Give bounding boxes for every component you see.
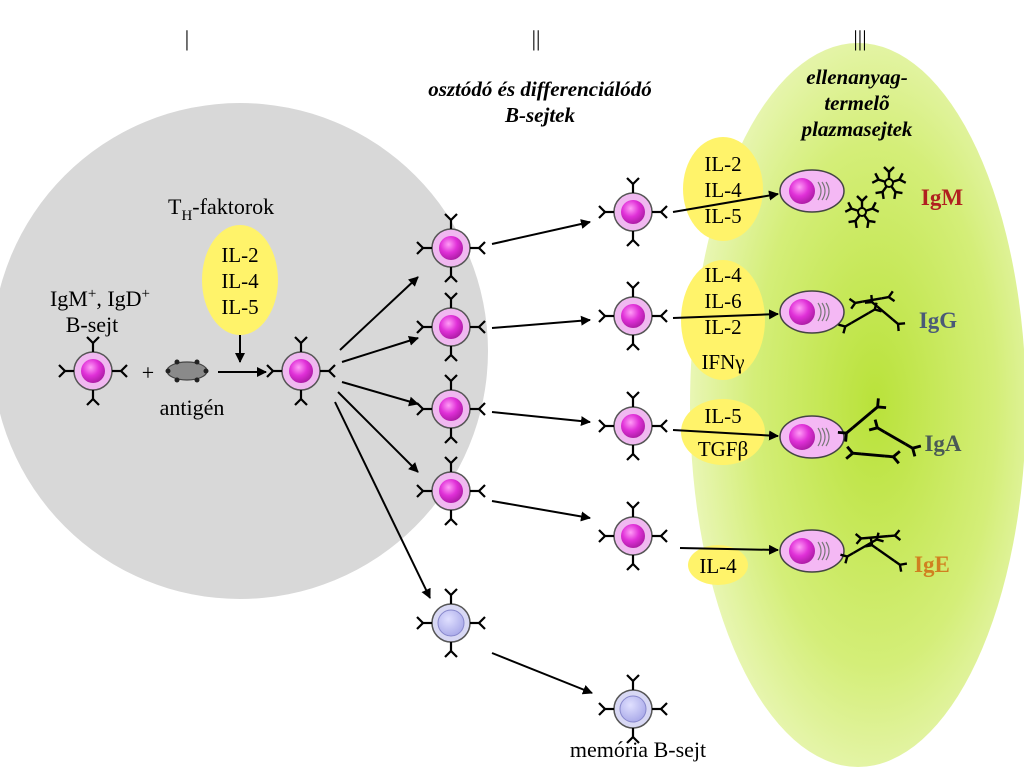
plasma-cell-ige [779, 529, 845, 573]
stage-2-title-line-2: B-sejtek [504, 103, 575, 127]
antibody-label-igm: IgM [921, 185, 963, 210]
stage-3-title-line-2: termelõ [824, 91, 890, 115]
antibody-label-igg: IgG [919, 308, 957, 333]
th-cytokine-bubble [202, 225, 278, 335]
stage-3-title-line-3: plazmasejtek [800, 117, 913, 141]
plasma-cell-igm [779, 169, 845, 213]
th-cytokine: IL-5 [221, 295, 258, 319]
antibody-label-iga: IgA [924, 431, 961, 456]
branch-cytokine: IL-4 [699, 554, 737, 578]
division-arrow [337, 391, 419, 473]
branch-cytokine: IL-6 [704, 289, 741, 313]
plasma-arrow [672, 190, 779, 213]
branch-cytokine: IFNγ [701, 350, 744, 374]
cytokine-bubble-igg [681, 260, 765, 380]
cytokine-bubble-ige [688, 545, 748, 585]
memory-b-cell-label: memória B-sejt [570, 737, 706, 762]
branch-cytokine: IL-4 [704, 263, 742, 287]
branch-cytokine: IL-5 [704, 404, 741, 428]
antigen [165, 359, 209, 383]
stage-3-label: ||| [853, 26, 866, 51]
differentiation-arrow [491, 500, 591, 522]
cytokine-bubble-igm [683, 137, 763, 241]
branch-cytokine: IL-5 [704, 204, 741, 228]
th-factors-label: TH-faktorok [168, 194, 274, 224]
differentiating-b-cell [599, 282, 667, 350]
stage-2-label: || [532, 26, 541, 51]
plasma-cell-region [690, 43, 1024, 767]
differentiation-arrow [491, 219, 591, 245]
differentiating-b-cell [599, 178, 667, 246]
plasma-cell-iga [779, 415, 845, 459]
memory-arrow [491, 652, 593, 695]
antigen-label: antigén [160, 395, 225, 420]
division-arrow [334, 401, 431, 599]
stage-3-title-line-1: ellenanyag- [806, 65, 907, 89]
plus-sign: + [142, 360, 154, 385]
branch-cytokine: IL-4 [704, 178, 742, 202]
division-arrow [341, 381, 419, 407]
plasma-arrow [672, 309, 779, 320]
stage-1-label: | [185, 26, 189, 51]
differentiating-b-cell [599, 502, 667, 570]
stage-2-title-line-1: osztódó és differenciálódó [428, 77, 652, 101]
differentiation-arrow [491, 315, 591, 329]
b-cell-label-line-2: B-sejt [66, 312, 119, 337]
antibody-label-ige: IgE [914, 552, 950, 577]
plasma-arrow [679, 544, 779, 555]
activation-region [0, 103, 488, 599]
plasma-arrow [672, 429, 779, 441]
branch-cytokine: TGFβ [698, 437, 748, 461]
th-cytokine: IL-2 [221, 243, 258, 267]
branch-cytokine: IL-2 [704, 152, 741, 176]
b-cell-label-line-1: IgM+, IgD+ [50, 286, 150, 311]
branch-cytokine: IL-2 [704, 315, 741, 339]
differentiating-b-cell [599, 392, 667, 460]
division-arrow [339, 276, 419, 351]
memory-b-cell [599, 675, 667, 743]
differentiation-arrow [491, 411, 591, 427]
plasma-cell-igg [779, 290, 845, 334]
division-arrow [341, 335, 419, 363]
memory-b-cell-precursor [417, 589, 485, 657]
th-cytokine: IL-4 [221, 269, 259, 293]
